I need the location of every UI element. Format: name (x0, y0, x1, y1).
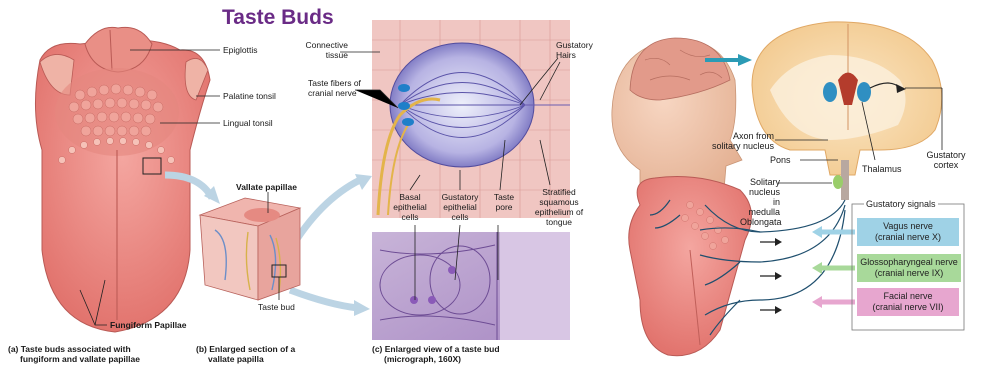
label-gustatory-epithelial-cells: Gustatory epithelial cells (434, 192, 486, 222)
caption-c-line1: (c) Enlarged view of a taste bud (372, 344, 500, 354)
caption-a-line2: fungiform and vallate papillae (20, 354, 140, 364)
nerve-box-arrows (812, 226, 855, 308)
arrow-b-to-c-bottom (290, 290, 358, 308)
facial-nerve-name: Facial nerve (857, 291, 959, 302)
brain-section (752, 22, 942, 200)
label-basal-epithelial-cells: Basal epithelial cells (388, 192, 432, 222)
label-pons: Pons (770, 155, 791, 165)
glossopharyngeal-nerve-name: Glossopharyngeal nerve (857, 257, 961, 268)
label-thalamus: Thalamus (862, 164, 902, 174)
facial-nerve-number: (cranial nerve VII) (857, 302, 959, 313)
micrograph (372, 232, 570, 340)
label-axon-solitary-nucleus: Axon from solitary nucleus (710, 131, 774, 151)
label-stratified-epithelium: Stratified squamous epithelium of tongue (524, 187, 594, 227)
caption-a-line1: (a) Taste buds associated with (8, 344, 131, 354)
label-epiglottis: Epiglottis (223, 45, 258, 55)
facial-nerve-box: Facial nerve (cranial nerve VII) (857, 288, 959, 316)
label-taste-pore: Taste pore (490, 192, 518, 212)
glossopharyngeal-nerve-box: Glossopharyngeal nerve (cranial nerve IX… (857, 254, 961, 282)
arrow-head-icon (354, 300, 370, 316)
label-taste-bud: Taste bud (258, 302, 295, 312)
caption-b-line2: vallate papilla (208, 354, 264, 364)
label-solitary-nucleus: Solitary nucleus in medulla Oblongata (740, 177, 780, 227)
label-fungiform-papillae: Fungiform Papillae (110, 320, 187, 330)
vallate-papilla-block (200, 198, 300, 300)
glossopharyngeal-nerve-number: (cranial nerve IX) (857, 268, 961, 279)
label-gustatory-cortex: Gustatory cortex (926, 150, 966, 170)
arrow-head-icon (738, 54, 752, 66)
label-connective-tissue: Connective tissue (300, 40, 348, 60)
label-gustatory-hairs: Gustatory Hairs (556, 40, 604, 60)
caption-b-line1: (b) Enlarged section of a (196, 344, 295, 354)
label-vallate-papillae: Vallate papillae (236, 182, 297, 192)
label-taste-fibers: Taste fibers of cranial nerve (308, 78, 363, 98)
vagus-nerve-number: (cranial nerve X) (857, 232, 959, 243)
label-lingual-tonsil: Lingual tonsil (223, 118, 273, 128)
tongue-nerve-illustration (629, 177, 752, 356)
vagus-nerve-box: Vagus nerve (cranial nerve X) (857, 218, 959, 246)
vagus-nerve-name: Vagus nerve (857, 221, 959, 232)
label-palatine-tonsil: Palatine tonsil (223, 91, 276, 101)
caption-c-line2: (micrograph, 160X) (384, 354, 461, 364)
page-title: Taste Buds (222, 6, 334, 30)
signal-arrows (760, 238, 782, 314)
label-gustatory-signals: Gustatory signals (864, 199, 938, 209)
arrow-b-to-c-top (290, 180, 360, 250)
